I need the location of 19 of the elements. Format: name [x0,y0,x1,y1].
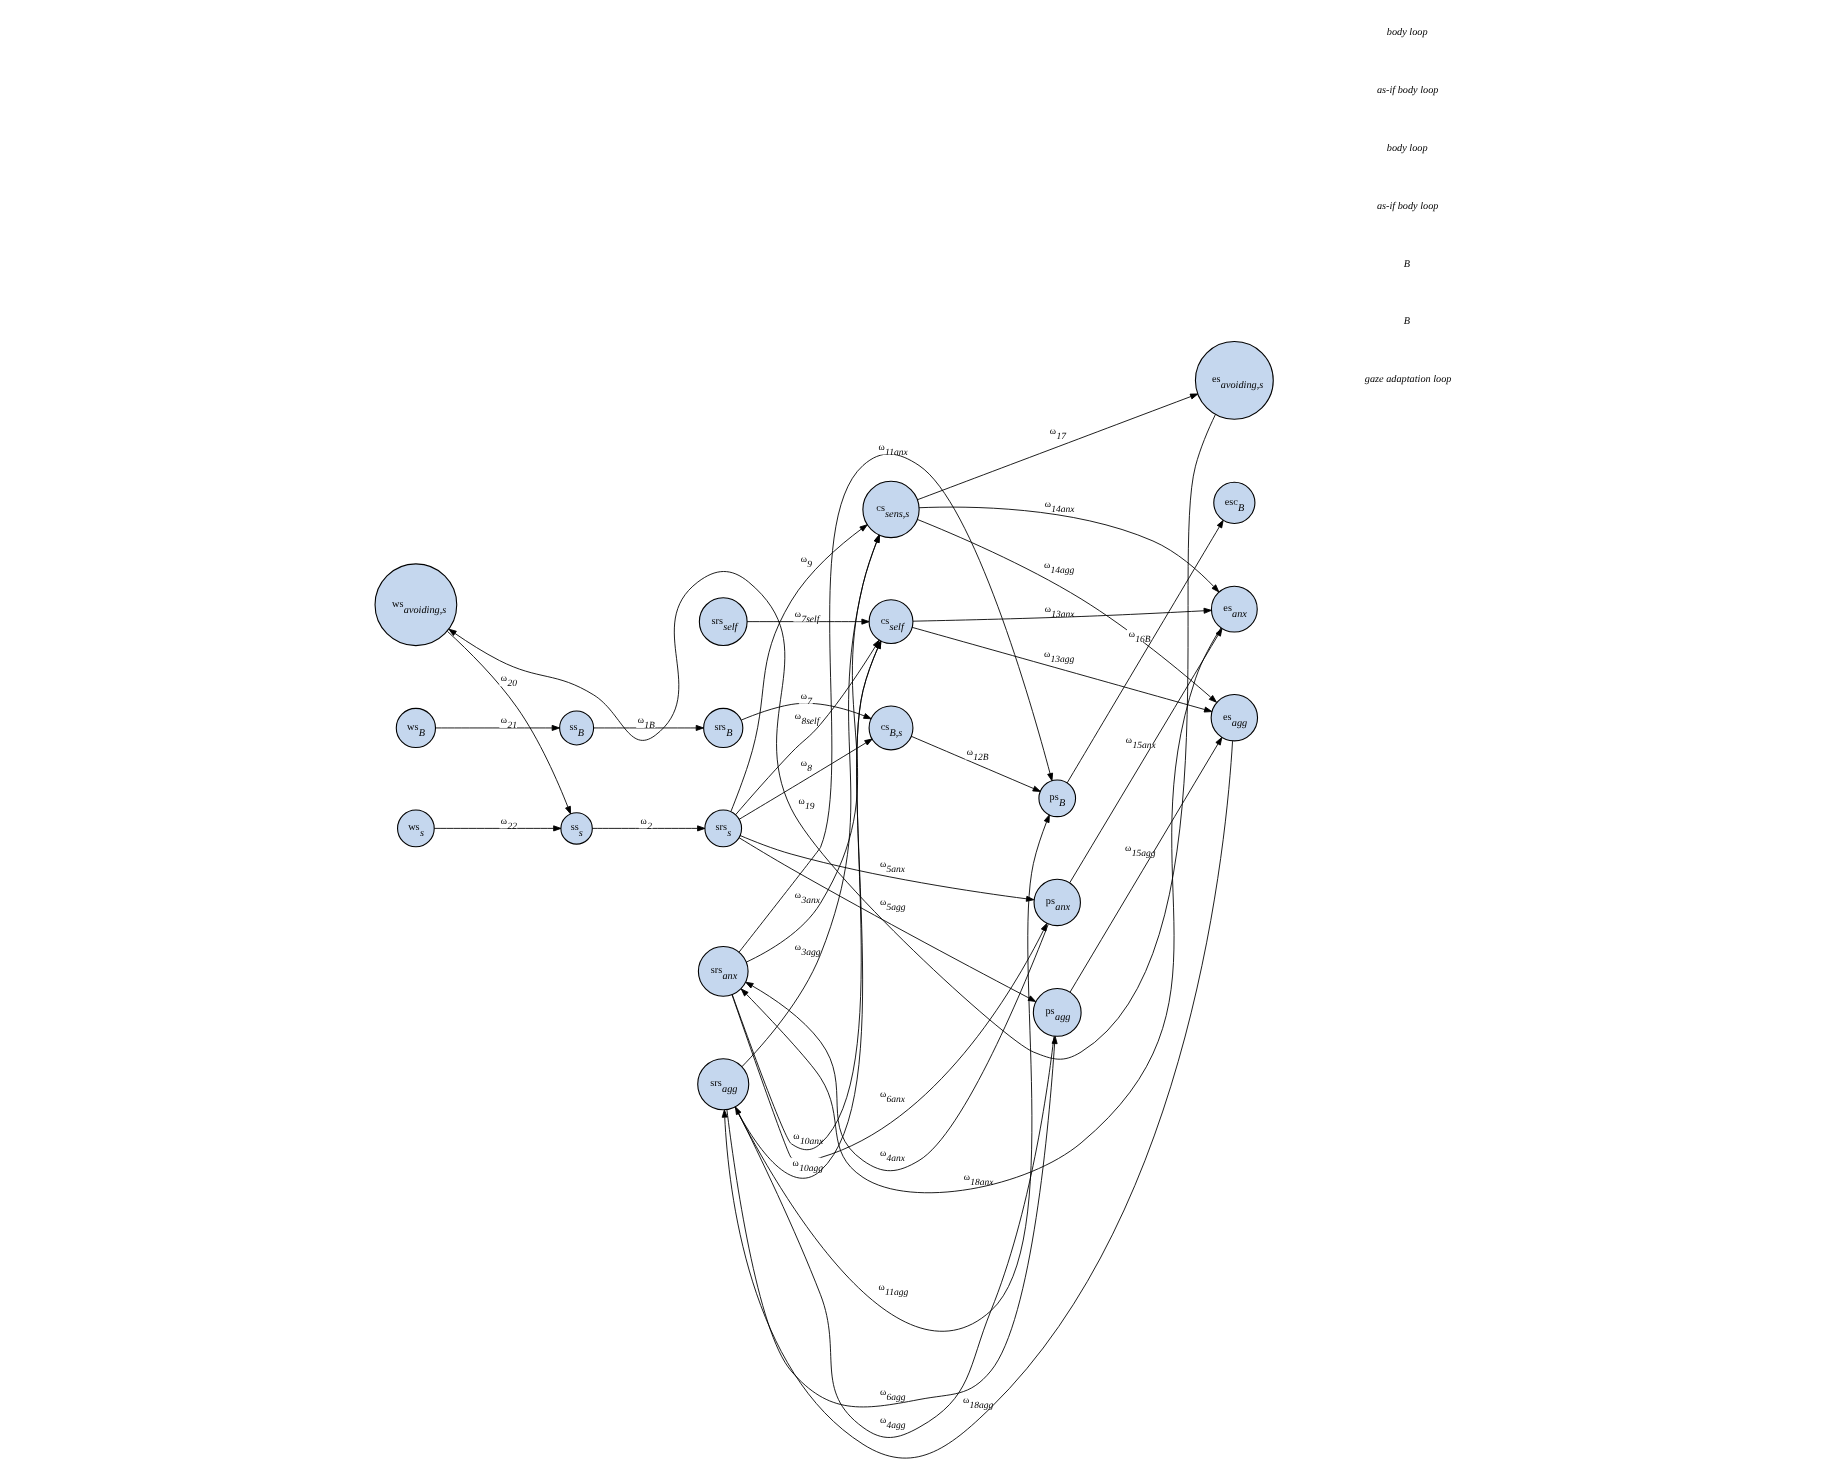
arrow [1065,519,1223,784]
arrow [745,618,869,625]
arrow [740,702,871,721]
arrow [733,814,1049,1332]
arrow [917,506,1219,593]
arrow [445,630,571,815]
arrow [911,607,1211,622]
arrow [737,738,872,820]
arrow [434,724,559,731]
arrow [1068,737,1222,993]
arrow [909,735,1040,792]
arrow [737,837,1036,1002]
arrow [590,825,705,832]
arrow [592,724,703,731]
arrow [916,393,1198,501]
arrow [720,740,1232,1459]
arrow [447,414,1215,1060]
arrow [916,519,1216,703]
arrow [432,825,561,832]
